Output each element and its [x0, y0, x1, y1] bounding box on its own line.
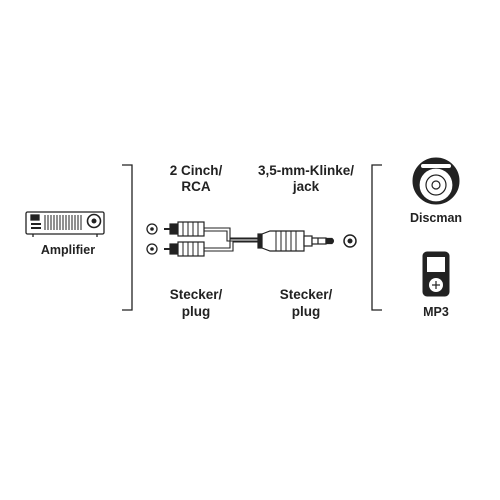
- discman-label: Discman: [410, 211, 462, 225]
- plug-right-label-line2: plug: [292, 304, 321, 319]
- amplifier-label: Amplifier: [41, 243, 95, 257]
- mp3-player-icon: [422, 251, 450, 297]
- right-bracket: [371, 164, 382, 311]
- cable: [204, 227, 258, 252]
- plug-right-label-line1: Stecker/: [280, 287, 333, 302]
- jack-label-line1: 3,5-mm-Klinke/: [258, 163, 354, 178]
- plug-left-label-line2: plug: [182, 304, 211, 319]
- jack-socket-icon: [343, 234, 357, 248]
- discman-icon: [412, 157, 460, 205]
- left-bracket: [122, 164, 133, 311]
- plug-left-label-line1: Stecker/: [170, 287, 223, 302]
- rca-socket-icon: [146, 223, 158, 255]
- mp3-label: MP3: [423, 305, 449, 319]
- rca-plug-icon: [164, 221, 205, 257]
- rca-label-line2: RCA: [181, 179, 210, 194]
- jack-plug-icon: [257, 230, 335, 252]
- jack-label-line2: jack: [292, 179, 320, 194]
- rca-label-line1: 2 Cinch/: [170, 163, 223, 178]
- amplifier-icon: [25, 211, 105, 237]
